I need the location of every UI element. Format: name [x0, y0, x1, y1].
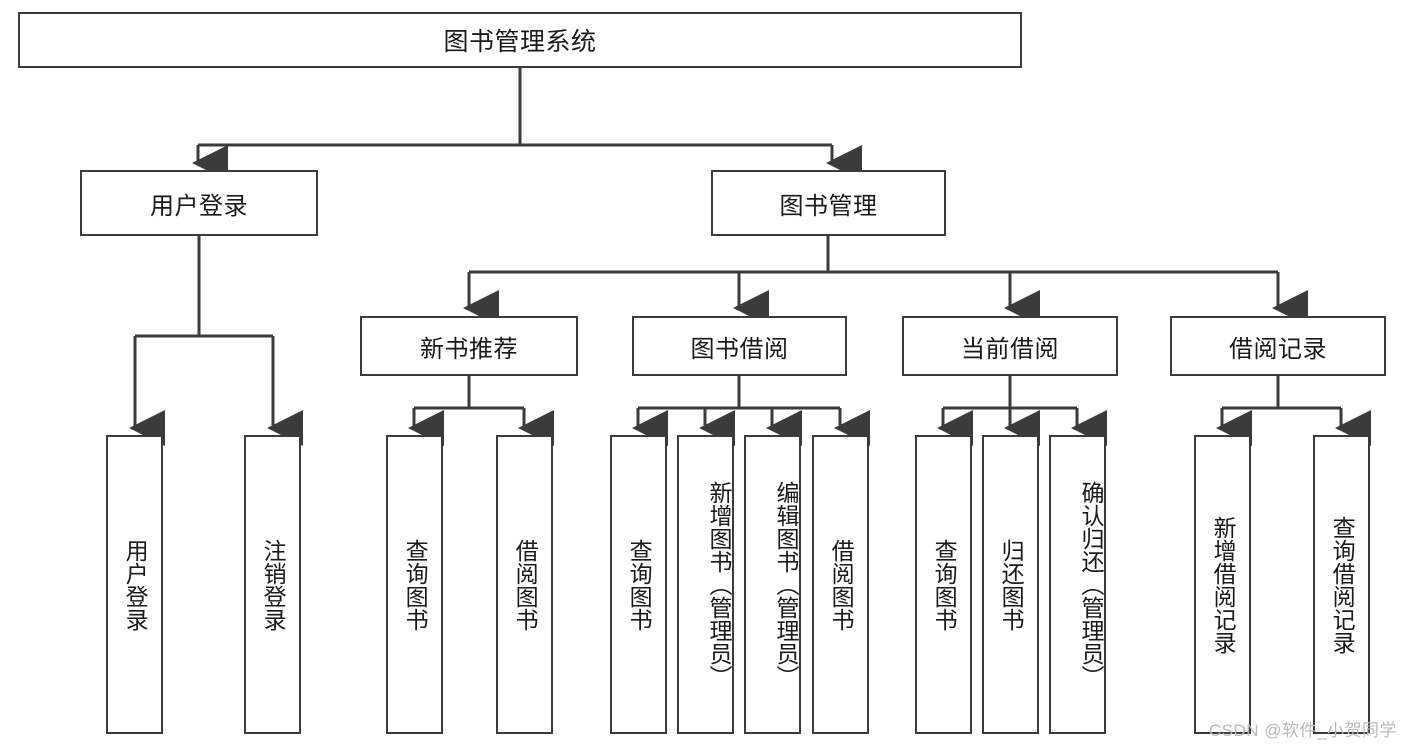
node-label: 图书借阅: [690, 335, 789, 363]
leaf-newbook-query-book[interactable]: 查询图书: [386, 435, 443, 734]
node-label: 当前借阅: [961, 335, 1059, 363]
node-label: 图书管理系统: [443, 28, 597, 56]
node-book-management[interactable]: 图书管理: [711, 170, 946, 236]
node-label: 图书管理: [779, 192, 878, 220]
leaf-current-return-book[interactable]: 归还图书: [982, 435, 1039, 734]
node-label: 借阅记录: [1229, 335, 1327, 363]
leaf-user-login[interactable]: 用户登录: [106, 435, 163, 734]
csdn-watermark: CSDN @软件_小贺同学: [1208, 721, 1397, 740]
node-book-borrow[interactable]: 图书借阅: [632, 316, 847, 376]
node-label: 借阅图书: [512, 538, 539, 631]
leaf-logout[interactable]: 注销登录: [244, 435, 301, 734]
node-label: 查询图书: [402, 538, 429, 631]
node-label: 编辑图书（管理员）: [773, 481, 799, 688]
node-label: 新增图书（管理员）: [706, 481, 732, 688]
node-borrow-records[interactable]: 借阅记录: [1170, 316, 1386, 376]
node-new-book-recommend[interactable]: 新书推荐: [360, 316, 578, 376]
leaf-records-query-record[interactable]: 查询借阅记录: [1313, 435, 1370, 734]
leaf-borrow-edit-book-admin[interactable]: 编辑图书（管理员）: [744, 435, 801, 734]
node-root-book-management-system[interactable]: 图书管理系统: [18, 12, 1022, 68]
node-label: 用户登录: [150, 192, 248, 220]
node-label: 查询借阅记录: [1329, 515, 1356, 654]
node-label: 查询图书: [931, 538, 958, 631]
node-label: 注销登录: [260, 538, 287, 631]
node-label: 新增借阅记录: [1210, 515, 1237, 654]
leaf-borrow-borrow-book[interactable]: 借阅图书: [812, 435, 869, 734]
leaf-borrow-add-book-admin[interactable]: 新增图书（管理员）: [677, 435, 734, 734]
leaf-records-add-record[interactable]: 新增借阅记录: [1194, 435, 1251, 734]
node-label: 确认归还（管理员）: [1078, 481, 1104, 688]
leaf-newbook-borrow-book[interactable]: 借阅图书: [496, 435, 553, 734]
leaf-current-query-book[interactable]: 查询图书: [915, 435, 972, 734]
leaf-borrow-query-book[interactable]: 查询图书: [610, 435, 667, 734]
node-label: 归还图书: [998, 538, 1025, 631]
node-current-borrow[interactable]: 当前借阅: [902, 316, 1118, 376]
node-label: 借阅图书: [828, 538, 855, 631]
node-label: 新书推荐: [420, 335, 518, 363]
node-user-login[interactable]: 用户登录: [80, 170, 318, 236]
leaf-current-confirm-return-admin[interactable]: 确认归还（管理员）: [1049, 435, 1106, 734]
node-label: 用户登录: [122, 538, 149, 631]
node-label: 查询图书: [626, 538, 653, 631]
